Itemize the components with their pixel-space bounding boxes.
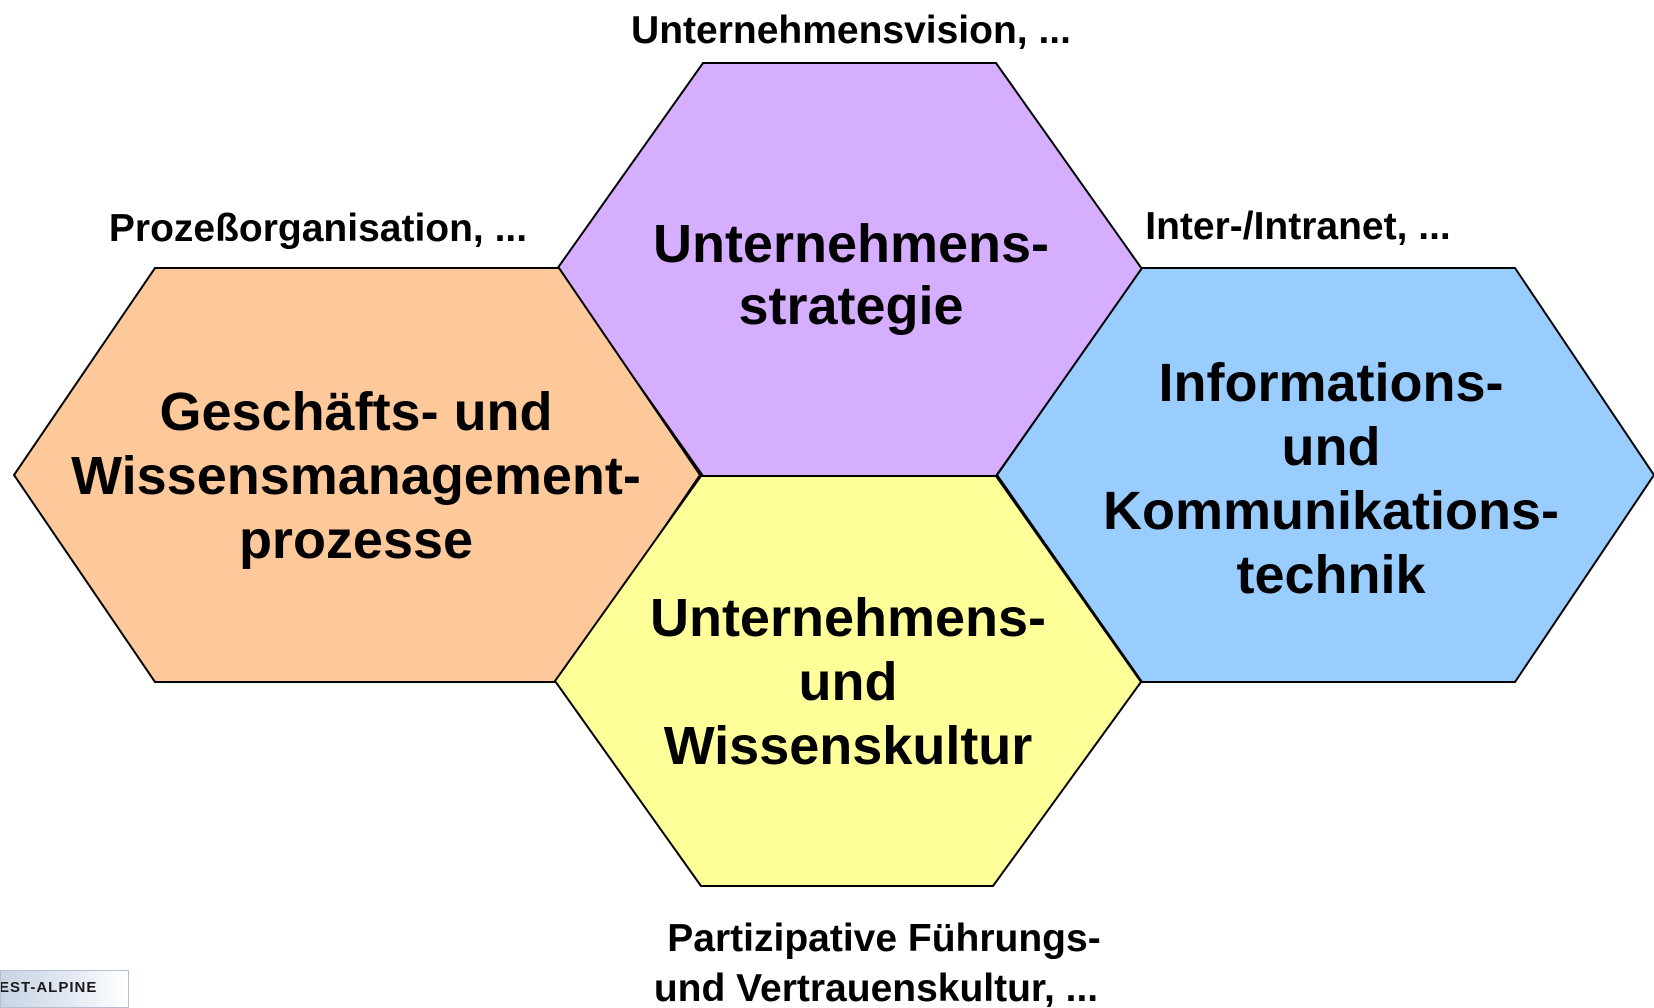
label-bottom-line-2: und Vertrauenskultur, ... [654, 967, 1098, 1008]
company-logo: EST-ALPINE [0, 970, 129, 1008]
hexagon-processes-line-1: Geschäfts- und [159, 382, 552, 442]
label-bottom-line-1: Partizipative Führungs- [667, 917, 1100, 960]
hexagon-culture: Unternehmens- und Wissenskultur [553, 475, 1143, 887]
label-left: Prozeßorganisation, ... [109, 207, 527, 250]
hexagon-culture-line-1: Unternehmens- [650, 588, 1046, 648]
label-right: Inter-/Intranet, ... [1145, 205, 1451, 248]
hexagon-processes-line-2: Wissensmanagement- [71, 446, 641, 506]
hexagon-culture-line-3: Wissenskultur [664, 716, 1033, 776]
hexagon-tech-line-4: technik [1236, 545, 1426, 605]
hexagon-strategy: Unternehmens- strategie [555, 62, 1144, 477]
hexagon-culture-shape [553, 475, 1143, 887]
hexagon-strategy-line-1: Unternehmens- [653, 214, 1049, 274]
hexagon-culture-line-2: und [799, 652, 898, 712]
hexagon-strategy-line-2: strategie [738, 276, 963, 336]
hexagon-tech-shape [995, 267, 1654, 683]
hexagon-tech-line-3: Kommunikations- [1103, 481, 1559, 541]
hexagon-processes: Geschäfts- und Wissensmanagement- prozes… [12, 267, 702, 683]
hexagon-tech: Informations- und Kommunikations- techni… [995, 267, 1654, 683]
hexagon-processes-line-3: prozesse [239, 510, 473, 570]
company-logo-text: EST-ALPINE [0, 979, 98, 996]
hexagon-tech-line-2: und [1282, 417, 1381, 477]
hexagon-tech-line-1: Informations- [1159, 353, 1504, 413]
label-top: Unternehmensvision, ... [631, 9, 1071, 52]
